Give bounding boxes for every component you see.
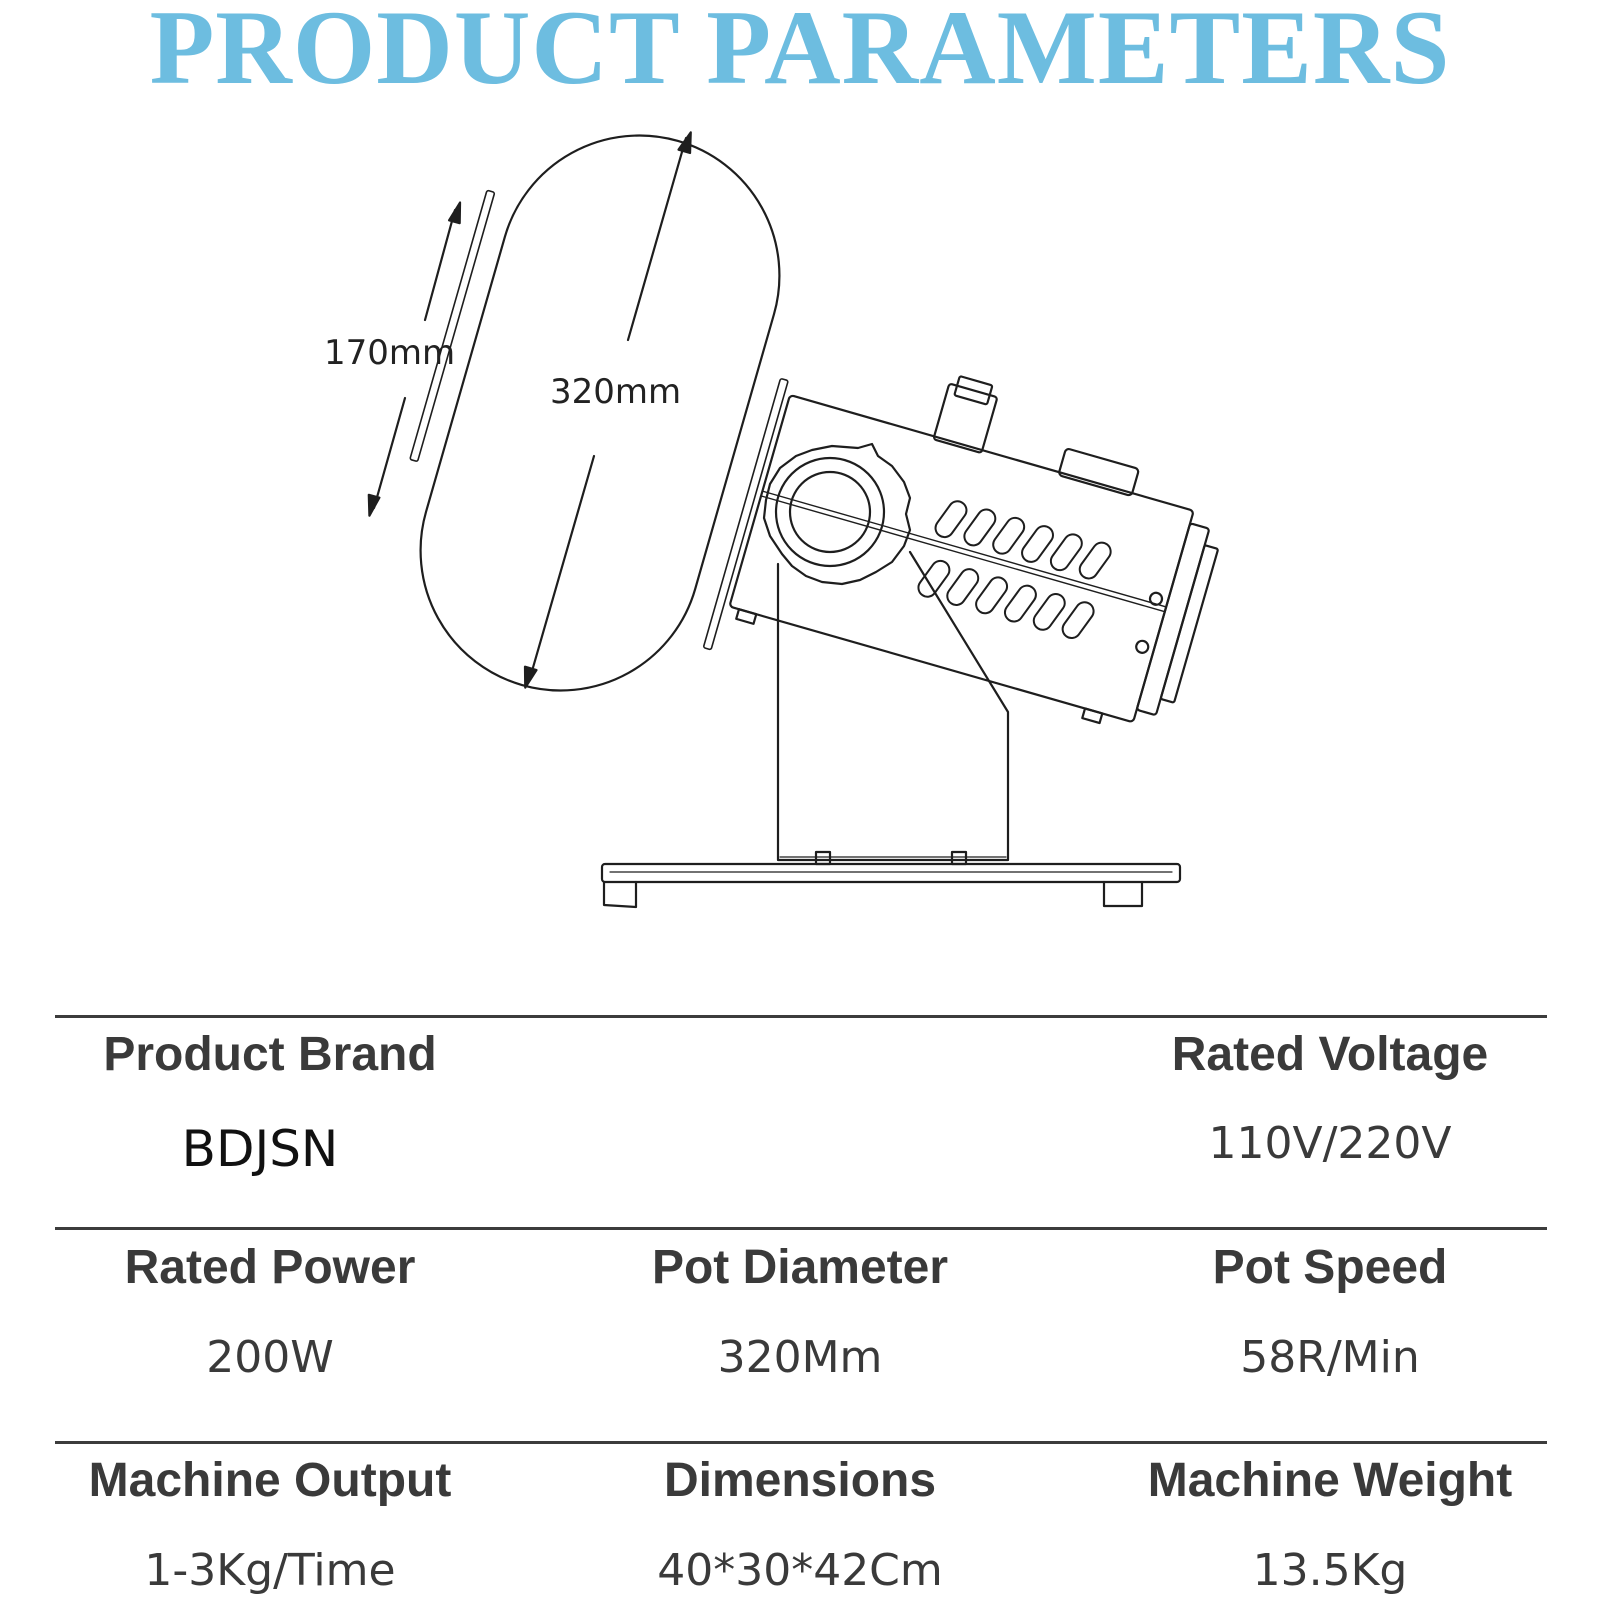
table-rule-top bbox=[55, 1015, 1547, 1018]
machine-base bbox=[600, 850, 1182, 909]
spec-value-dimensions: 40*30*42Cm bbox=[657, 1545, 943, 1596]
drum-hub bbox=[762, 442, 912, 586]
spec-label-voltage: Rated Voltage bbox=[1171, 1028, 1489, 1081]
spec-label-output: Machine Output bbox=[88, 1454, 452, 1507]
spec-label-pot-diameter: Pot Diameter bbox=[651, 1241, 949, 1294]
spec-value-power: 200W bbox=[206, 1332, 334, 1383]
spec-value-weight: 13.5Kg bbox=[1252, 1545, 1408, 1596]
spec-value-brand: BDJSN bbox=[181, 1120, 339, 1178]
motor-housing bbox=[729, 375, 1219, 725]
spec-value-pot-speed: 58R/Min bbox=[1240, 1332, 1420, 1383]
spec-label-weight: Machine Weight bbox=[1147, 1454, 1513, 1507]
spec-label-dimensions: Dimensions bbox=[663, 1454, 937, 1507]
table-rule-middle bbox=[55, 1227, 1547, 1230]
depth-dimension bbox=[367, 201, 462, 517]
pot-drum bbox=[409, 134, 789, 692]
machine-diagram: 170mm 320mm bbox=[324, 131, 1219, 909]
page-title: PRODUCT PARAMETERS bbox=[149, 0, 1451, 106]
depth-label: 170mm bbox=[324, 333, 455, 373]
spec-label-power: Rated Power bbox=[124, 1241, 416, 1294]
spec-label-brand: Product Brand bbox=[103, 1028, 437, 1081]
diameter-label: 320mm bbox=[550, 372, 681, 412]
spec-value-pot-diameter: 320Mm bbox=[717, 1332, 883, 1383]
spec-label-pot-speed: Pot Speed bbox=[1212, 1241, 1448, 1294]
machine-stand bbox=[776, 550, 1010, 862]
spec-value-voltage: 110V/220V bbox=[1208, 1118, 1452, 1169]
spec-value-output: 1-3Kg/Time bbox=[144, 1545, 396, 1596]
diameter-dimension bbox=[523, 131, 692, 689]
table-rule-bottom bbox=[55, 1441, 1547, 1444]
